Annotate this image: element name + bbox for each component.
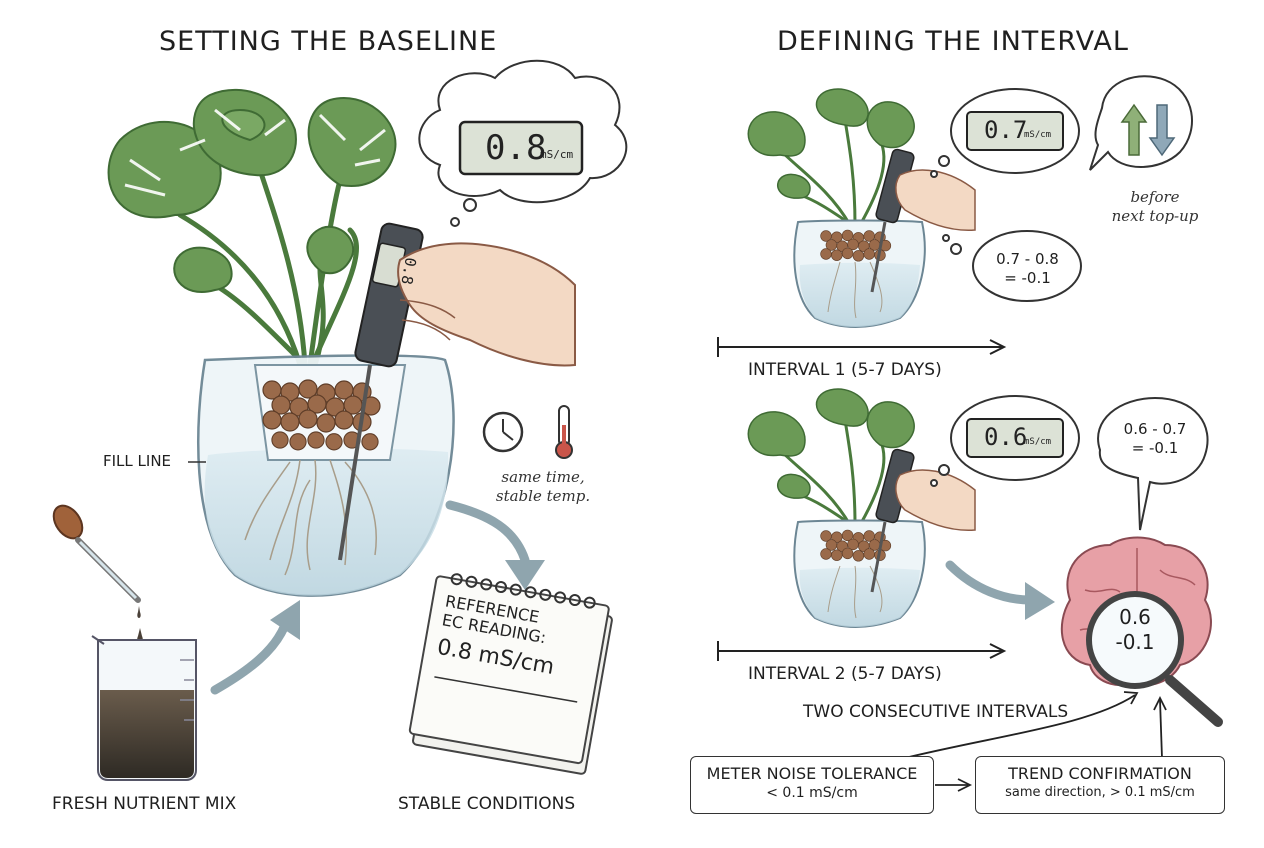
interval2-lcd-unit: mS/cm xyxy=(1024,437,1052,447)
clock-icon xyxy=(482,411,524,453)
consecutive-label: TWO CONSECUTIVE INTERVALS xyxy=(803,702,1069,722)
trend-confirmation-box: TREND CONFIRMATION same direction, > 0.1… xyxy=(975,756,1225,814)
caption-fresh-mix: FRESH NUTRIENT MIX xyxy=(52,794,237,814)
trend-arrows-bubble xyxy=(1089,75,1193,171)
arrow-mix-to-vase xyxy=(210,600,300,695)
beaker-icon xyxy=(91,635,197,781)
notepad-icon xyxy=(408,573,613,775)
noise-title: METER NOISE TOLERANCE xyxy=(706,764,918,783)
interval2-calc-bubble xyxy=(1097,396,1209,531)
dropper-icon xyxy=(52,504,143,644)
same-time-text: same time, xyxy=(501,468,585,486)
trend-title: TREND CONFIRMATION xyxy=(1008,764,1192,783)
before-text: before xyxy=(1130,188,1180,206)
interval1-calc-bubble xyxy=(942,230,1082,302)
noise-tolerance-box: METER NOISE TOLERANCE < 0.1 mS/cm xyxy=(690,756,934,814)
noise-sub: < 0.1 mS/cm xyxy=(766,785,858,801)
main-meter-probe xyxy=(338,222,576,561)
interval2-timeline xyxy=(717,641,1007,661)
down-arrow-icon xyxy=(1148,104,1176,157)
left-heading: SETTING THE BASELINE xyxy=(159,26,498,57)
arrow-vase-to-notepad xyxy=(445,500,545,590)
next-top-up-text: next top-up xyxy=(1111,207,1199,225)
interval2-calc: 0.6 - 0.7 = -0.1 xyxy=(1110,420,1200,458)
lens-readout: 0.6 -0.1 xyxy=(1095,605,1175,655)
interval1-calc-line2: = -0.1 xyxy=(1004,269,1051,287)
stable-note: same time, stable temp. xyxy=(478,468,608,506)
connector-arrows xyxy=(904,691,1167,792)
interval1-lcd-value: 0.7 xyxy=(984,116,1028,144)
caption-stable-conditions: STABLE CONDITIONS xyxy=(398,794,576,814)
interval2-calc-line2: = -0.1 xyxy=(1131,439,1179,457)
fill-line-label: FILL LINE xyxy=(103,452,172,470)
lens-value: 0.6 xyxy=(1119,605,1151,629)
stable-temp-text: stable temp. xyxy=(495,487,591,505)
interval1-label: INTERVAL 1 (5-7 DAYS) xyxy=(748,360,942,380)
interval2-plant xyxy=(747,388,976,628)
interval1-plant xyxy=(747,88,976,328)
right-heading: DEFINING THE INTERVAL xyxy=(777,26,1129,57)
interval1-timeline xyxy=(717,337,1007,357)
lens-delta: -0.1 xyxy=(1115,630,1155,654)
interval2-label: INTERVAL 2 (5-7 DAYS) xyxy=(748,664,942,684)
left-lcd-unit: mS/cm xyxy=(540,148,574,161)
interval1-calc-line1: 0.7 - 0.8 xyxy=(996,250,1059,268)
main-vase xyxy=(188,354,455,597)
interval2-calc-line1: 0.6 - 0.7 xyxy=(1123,420,1187,438)
magnifier-icon xyxy=(1086,591,1223,727)
left-lcd-display xyxy=(458,120,584,176)
left-lcd-value: 0.8 xyxy=(485,128,547,168)
main-plant xyxy=(107,89,397,368)
arrow-to-brain xyxy=(945,560,1055,620)
interval1-calc: 0.7 - 0.8 = -0.1 xyxy=(980,250,1075,288)
thermometer-icon xyxy=(555,405,573,459)
trend-sub: same direction, > 0.1 mS/cm xyxy=(1005,785,1195,800)
up-arrow-icon xyxy=(1120,103,1148,156)
interval1-lcd-unit: mS/cm xyxy=(1024,130,1052,140)
interval2-lcd-value: 0.6 xyxy=(984,423,1028,451)
top-up-note: before next top-up xyxy=(1090,188,1220,226)
